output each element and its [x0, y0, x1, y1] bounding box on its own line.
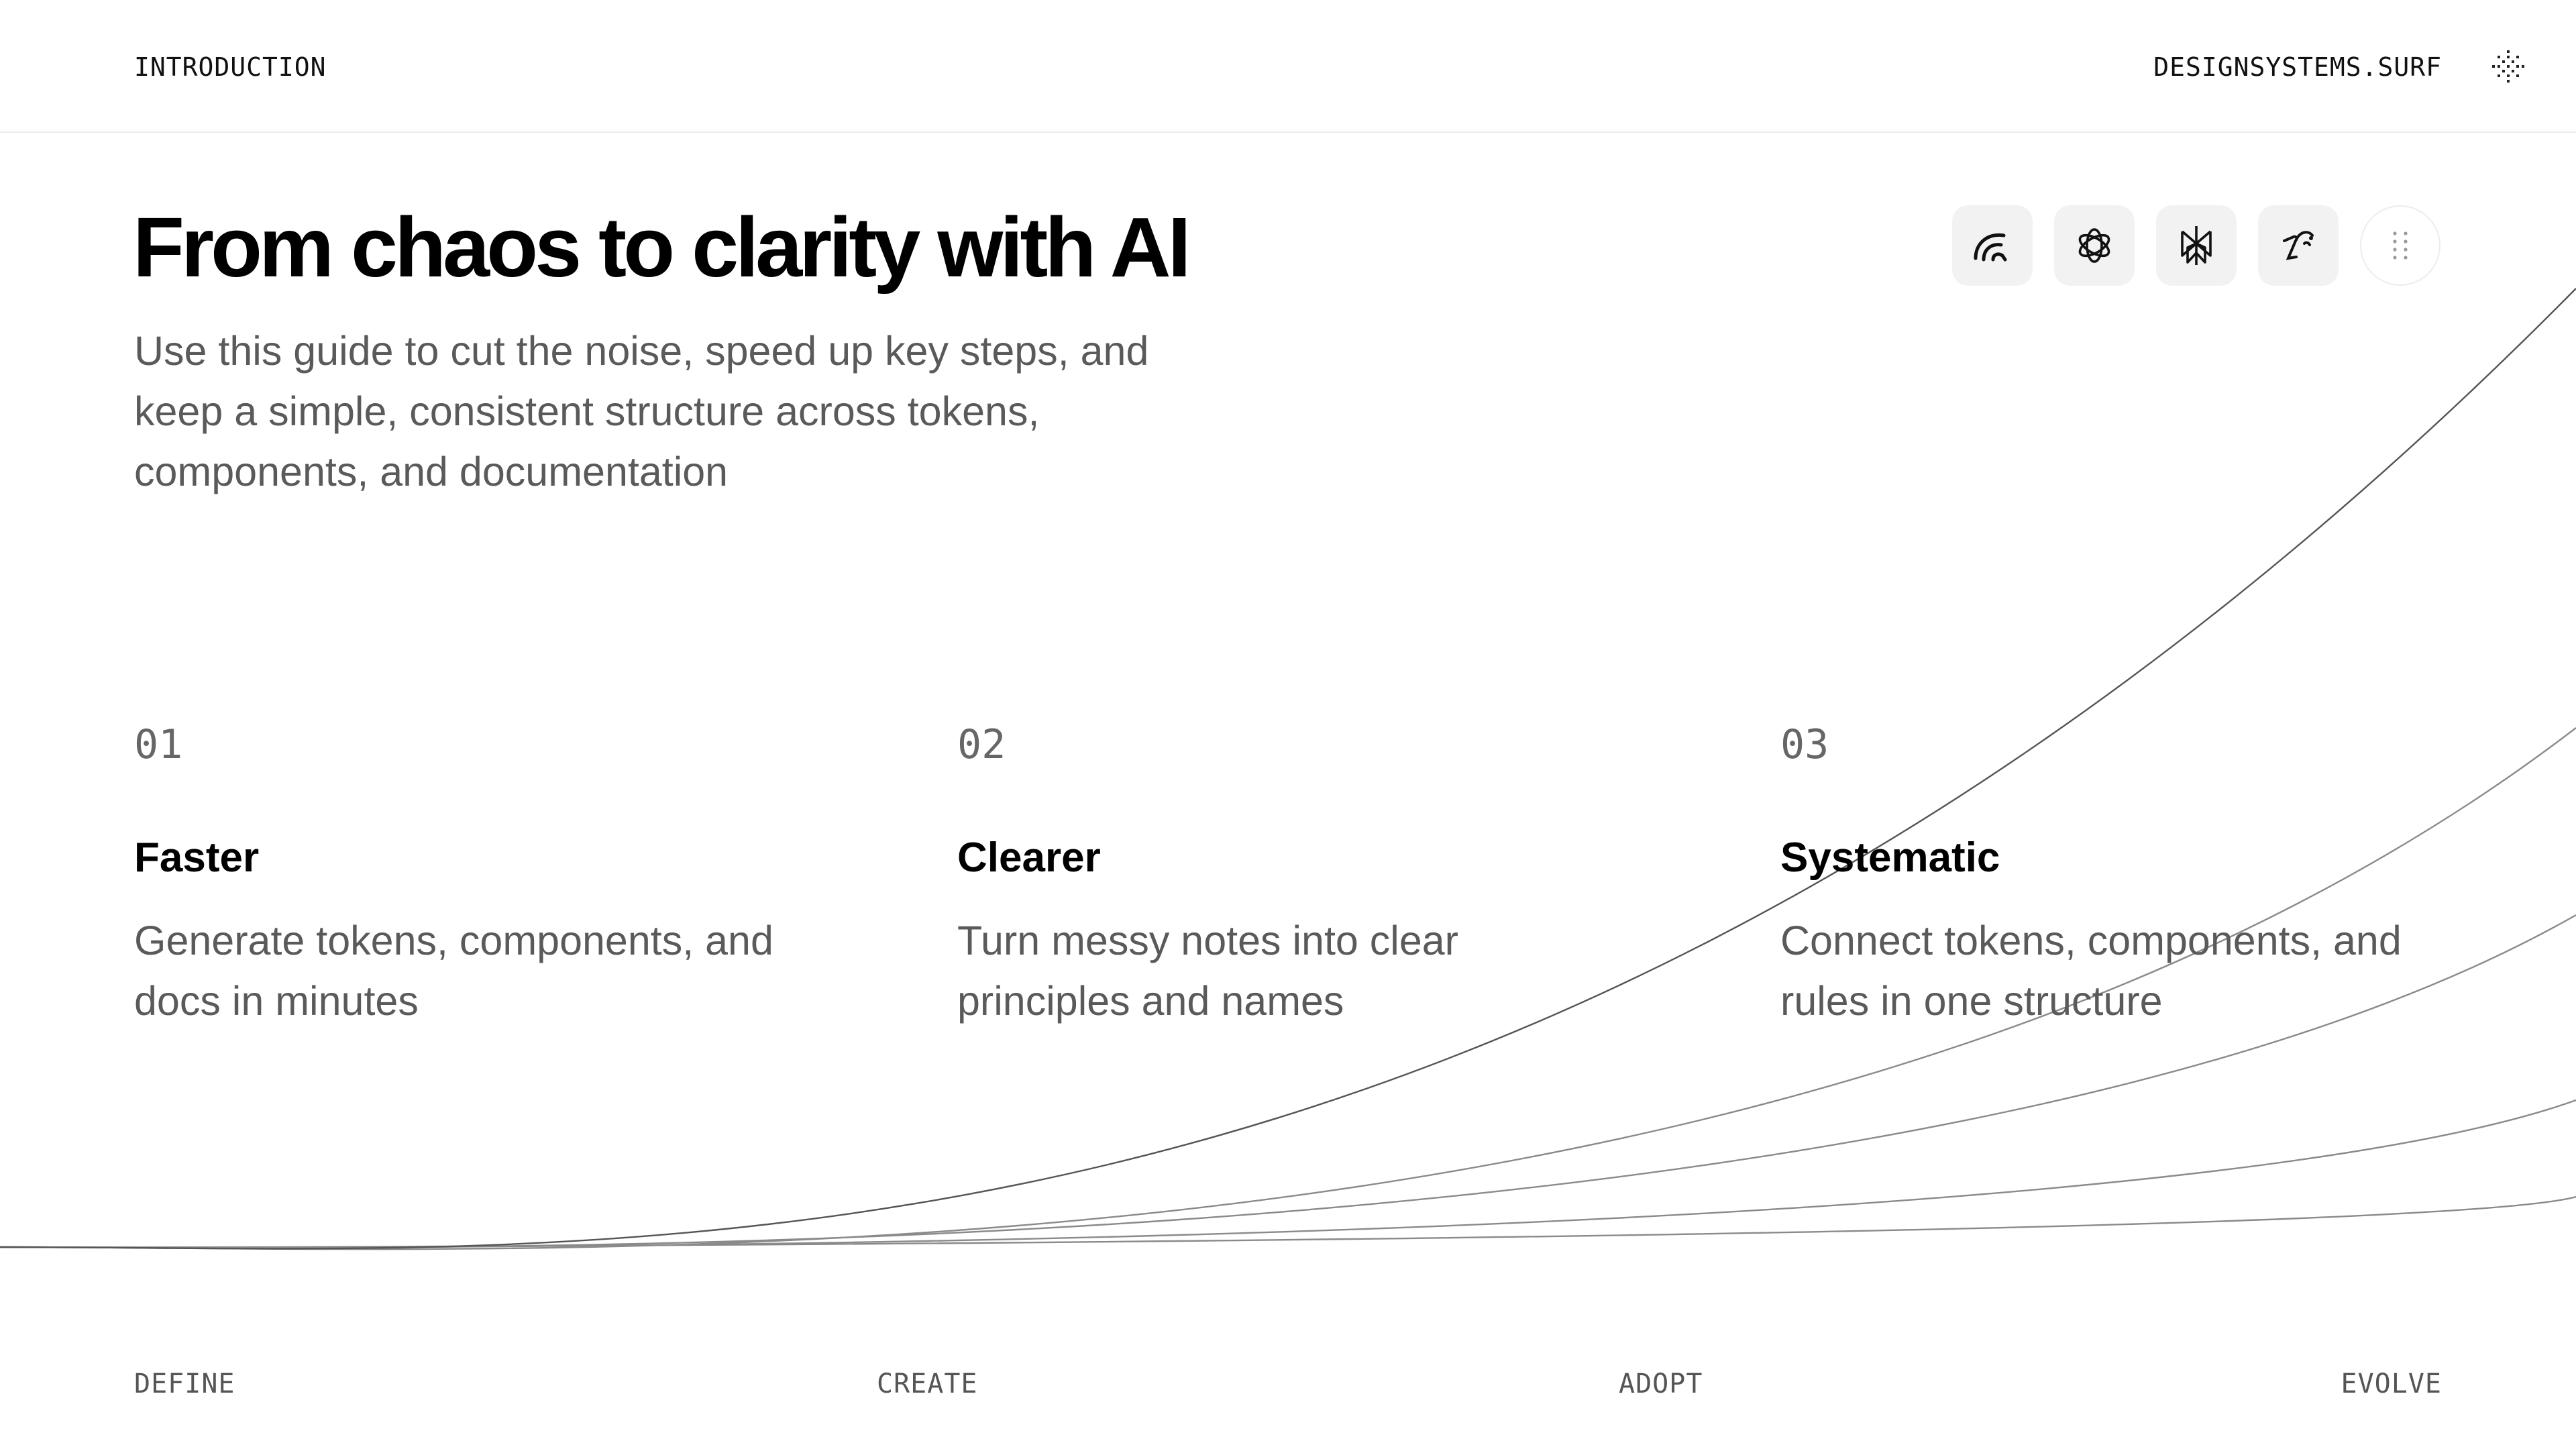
curve-line — [0, 1099, 2576, 1248]
ai-tools-row — [1952, 205, 2440, 286]
flourish-logo-icon — [2283, 231, 2314, 260]
feature-number: 02 — [957, 721, 1006, 768]
feature-number: 01 — [134, 721, 183, 768]
more-tools-button[interactable] — [2360, 205, 2440, 286]
feature-number: 03 — [1780, 721, 1829, 768]
rainbow-arc-icon — [1974, 233, 2007, 262]
phase-define: DEFINE — [134, 1368, 235, 1399]
knot-logo-icon — [2078, 228, 2110, 263]
feature-title: Clearer — [957, 835, 1101, 881]
phase-create: CREATE — [877, 1368, 978, 1399]
tool-button-flourish[interactable] — [2258, 205, 2339, 286]
feature-title: Systematic — [1780, 835, 2000, 881]
sparkle-dots-icon[interactable] — [2491, 50, 2525, 83]
feature-description: Turn messy notes into clear principles a… — [957, 918, 1458, 1024]
feature-title: Faster — [134, 835, 260, 881]
phase-evolve: EVOLVE — [2341, 1368, 2442, 1399]
page-subtitle: Use this guide to cut the noise, speed u… — [134, 328, 1149, 494]
tool-button-knot[interactable] — [2054, 205, 2135, 286]
feature-systematic: 03 Systematic Connect tokens, components… — [1780, 721, 2518, 1031]
feature-description: Generate tokens, components, and docs in… — [134, 918, 773, 1024]
feature-description: Connect tokens, components, and rules in… — [1780, 918, 2402, 1024]
feature-clearer: 02 Clearer Turn messy notes into clear p… — [957, 721, 1695, 1031]
site-link[interactable]: DESIGNSYSTEMS.SURF — [2153, 52, 2442, 82]
feature-faster: 01 Faster Generate tokens, components, a… — [134, 721, 872, 1031]
dots-grid-icon — [2393, 231, 2408, 260]
prism-logo-icon — [2181, 226, 2212, 265]
top-bar: INTRODUCTION DESIGNSYSTEMS.SURF — [0, 0, 2576, 133]
tool-button-rainbow[interactable] — [1952, 205, 2033, 286]
section-label: INTRODUCTION — [134, 52, 327, 82]
curve-line — [0, 1195, 2576, 1248]
page-title: From chaos to clarity with AI — [133, 200, 1191, 294]
tool-button-prism[interactable] — [2156, 205, 2237, 286]
phase-adopt: ADOPT — [1619, 1368, 1703, 1399]
